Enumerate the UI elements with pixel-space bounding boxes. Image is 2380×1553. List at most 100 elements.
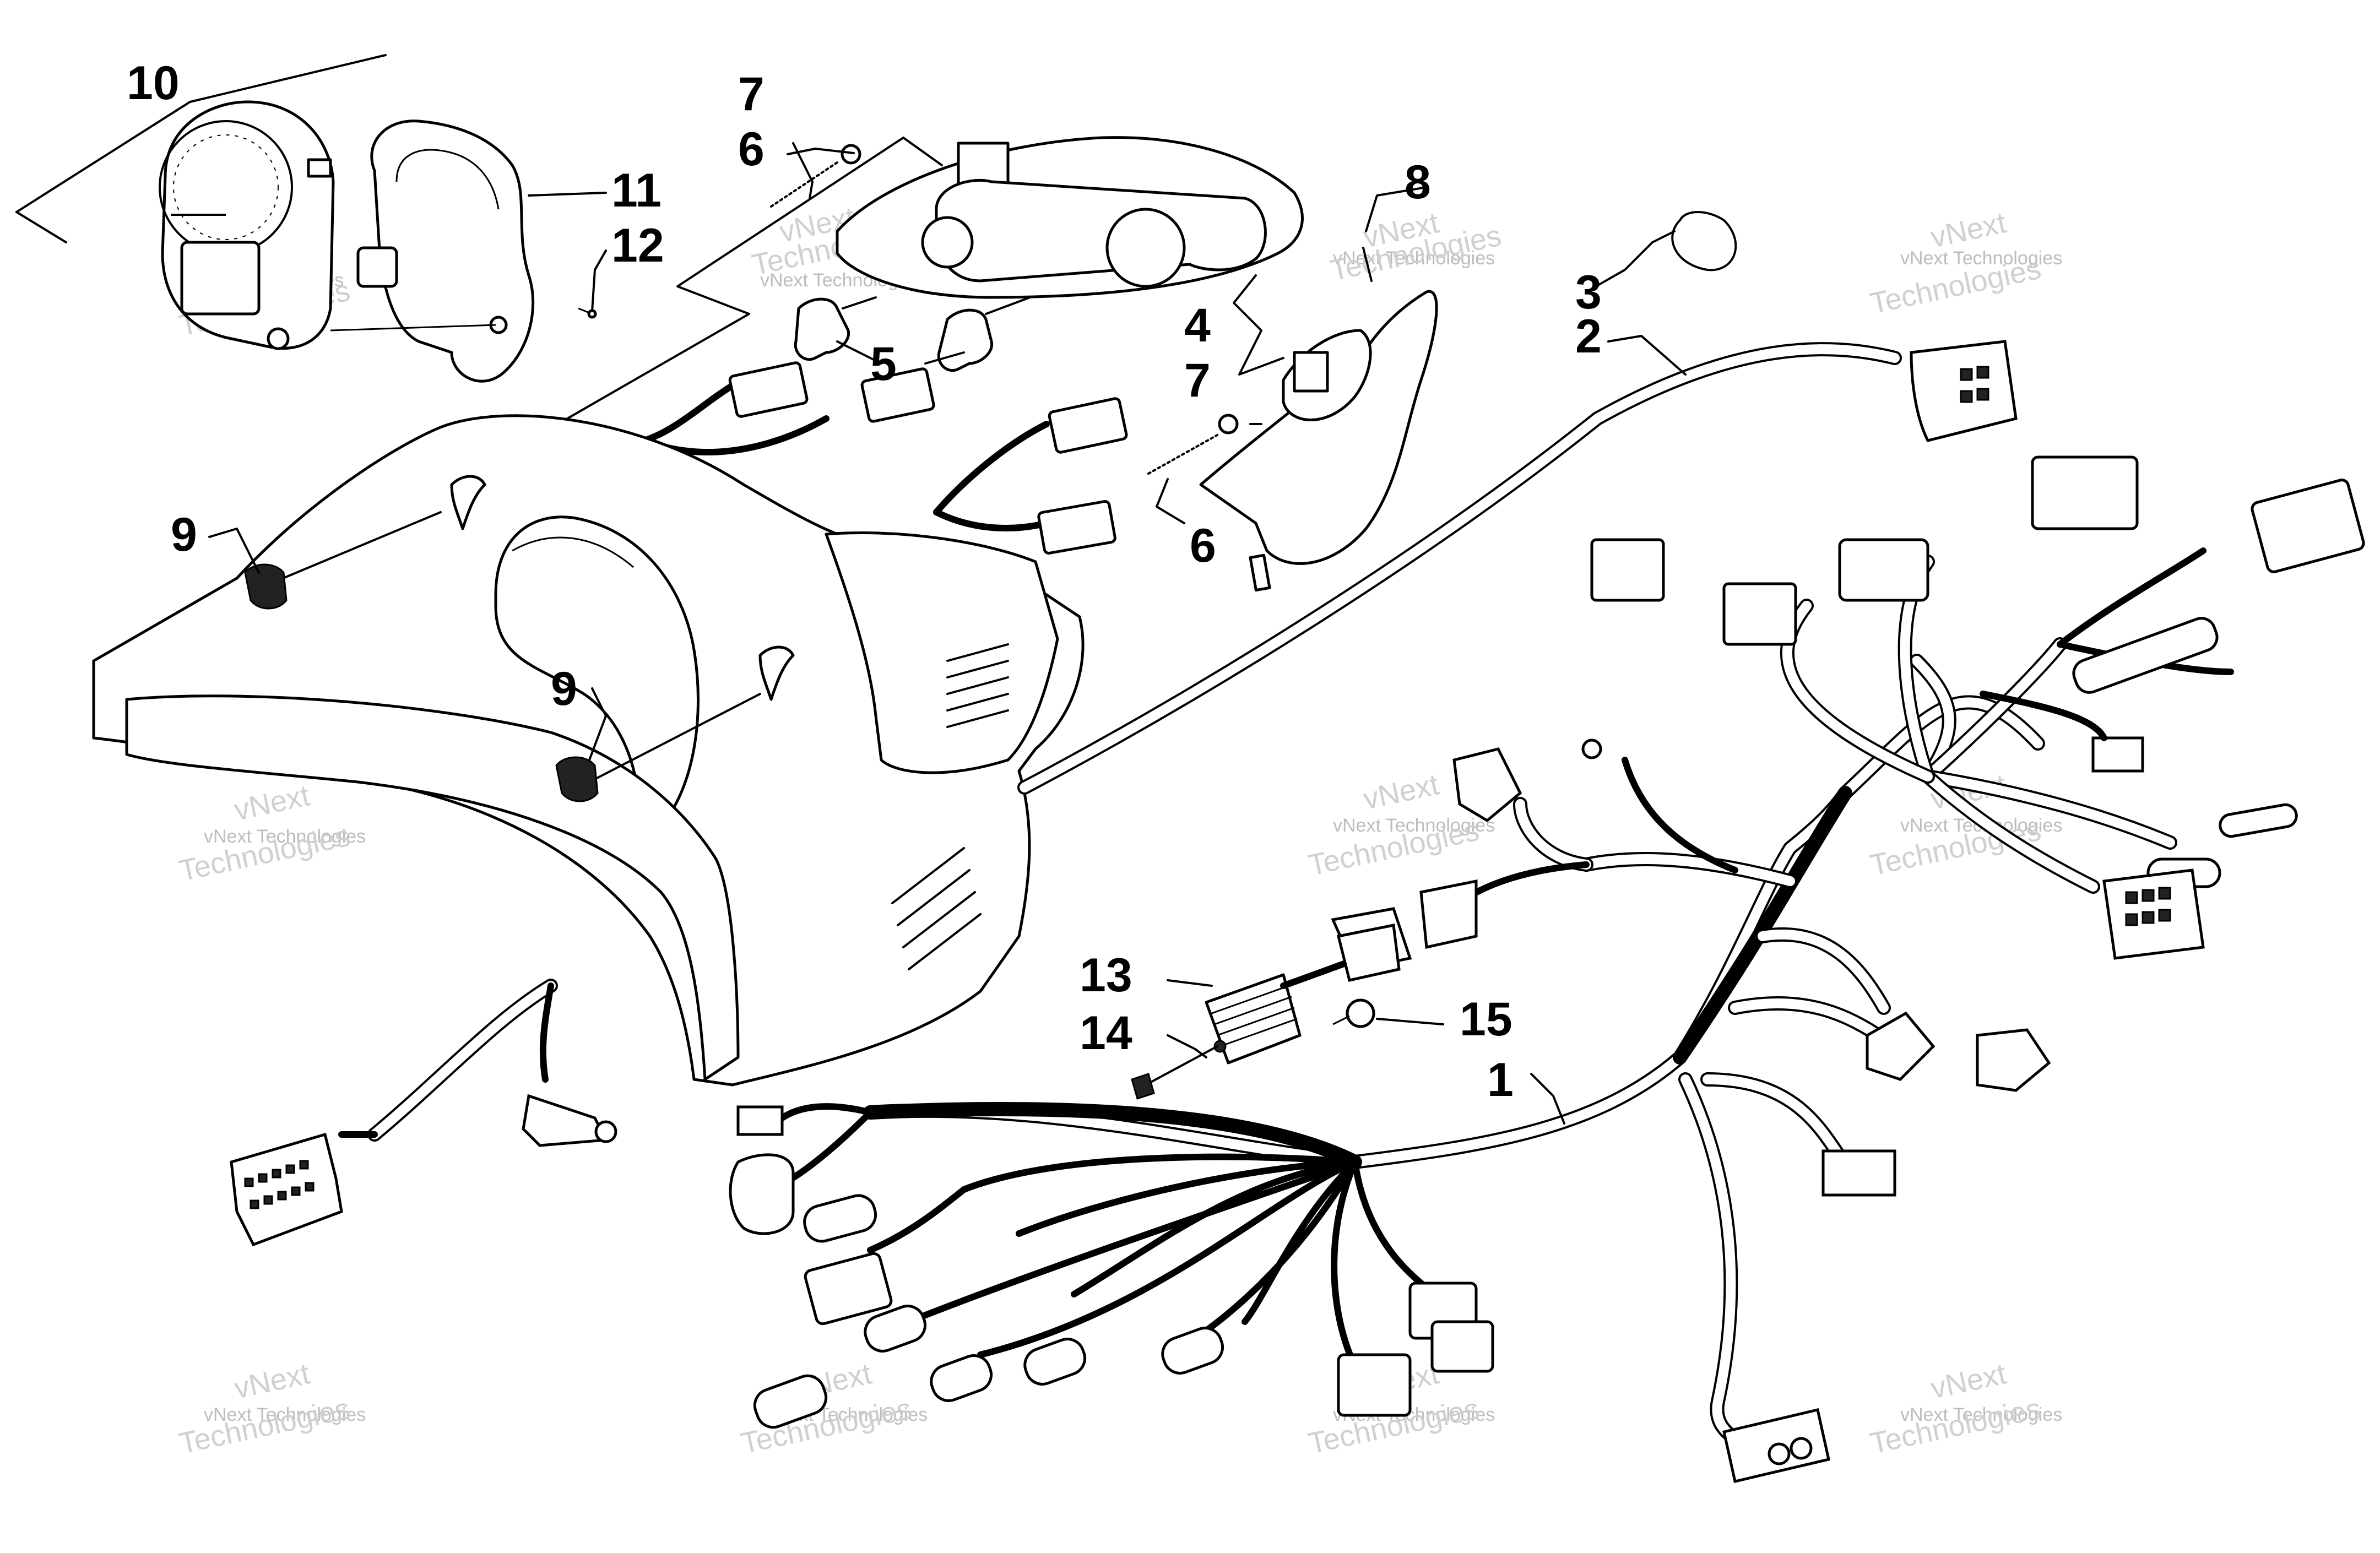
regulator-mount-hole [1213,1040,1227,1053]
callout-2: 2 [1575,310,1602,363]
wire-connector [860,367,935,423]
connector-pin [594,1120,617,1143]
hood-vent [891,847,982,970]
callout-9b: 9 [551,663,577,715]
wire-connector [728,361,809,418]
watermark: vNext Technologies vNext Technologies [1867,206,2062,320]
gauge-housing-rim [395,149,500,210]
harness-cable [1017,342,1902,795]
harness-branch [863,1102,1362,1169]
callout-5: 5 [870,338,897,390]
harness-wire [961,1153,1358,1193]
watermark: vNext Technologies vNext Technologies [1327,206,1504,287]
watermark-text: vNext [1928,1357,2009,1405]
harness-wire [779,1103,874,1121]
hood-bolt [269,511,442,585]
watermark: vNext Technologies vNext Technologies [176,1357,366,1460]
callout-6a-leader [792,142,814,199]
wire-connector [1430,1320,1494,1373]
harness-branch-inner [1923,639,2065,781]
watermark-text: vNext Technologies [1900,248,2062,269]
callout-11-leader [528,192,607,197]
harness-trunk-inner [865,788,1850,1167]
callout-9a: 9 [171,508,197,561]
callout-12: 12 [611,219,664,272]
hood-bolt [588,693,761,783]
connector-pins [244,1160,315,1209]
callout-13: 13 [1080,949,1132,1002]
headlight-bulb-upper [921,216,974,269]
gauge-housing [370,120,535,383]
wire-connector [930,1354,993,1402]
wire-connector [803,1194,877,1243]
watermark-text: vNext Technologies [204,1404,366,1425]
watermark: vNext Technologies vNext Technologies [1867,1357,2062,1460]
gauge-connector-tab [307,158,332,178]
harness-wire [2057,547,2206,648]
callout-6-bracket [902,137,943,166]
wire-connector [1821,1149,1896,1197]
regulator-screw [1145,1045,1218,1086]
harness-branch-inner [1758,929,1889,1013]
wire-connector [1048,397,1128,454]
spring [770,161,838,208]
wire-connector [729,1153,795,1235]
wire-connector [804,1252,893,1326]
voltage-regulator [1131,924,1444,1100]
wire-connector [2091,736,2144,773]
hood-opening-trim [512,536,634,568]
callout-1-leader [1530,1073,1565,1125]
spring [1147,434,1218,475]
watermark-text: vNext [231,1357,313,1405]
nut [841,144,861,165]
wire-connector [1337,1353,1412,1417]
callout-4-leader [1233,274,1262,332]
gauge-housing-mount [356,246,398,288]
callout-9a-leader [208,528,260,574]
callout-2-leader [1607,335,1687,376]
harness-wire [1016,1159,1358,1237]
harness-wire [977,1159,1358,1358]
regulator-wire [1280,960,1347,989]
wire-connector [2219,803,2298,838]
harness-branch-inner [1581,854,1795,886]
watermark-text: vNext [1928,206,2009,254]
harness-wire [906,1159,1358,1325]
callout-5-leader [924,351,965,365]
hood-emblem [758,645,795,701]
wire-connector [753,1374,828,1429]
callout-1: 1 [1487,1054,1514,1106]
watermark-text: vNext Technologies [1900,1404,2062,1425]
watermark-text: vNext [231,779,313,827]
ground-eyelet [1581,739,1602,759]
callout-8: 8 [1405,156,1431,209]
hood-bolt-knob [555,756,599,802]
gauge-assembly [15,54,607,383]
harness-wire [1331,1159,1358,1369]
harness-clamp [1671,211,1737,271]
callout-6b-leader [1156,478,1185,524]
callout-14-leader [1167,1034,1207,1058]
harness-wire [779,1109,874,1187]
harness-wire [1352,1159,1446,1303]
harness-branch-inner [1515,799,1591,870]
speedometer-dial-ticks [173,134,279,240]
wire-connector [1419,879,1478,949]
wire-connector [864,1305,927,1353]
callout-4-leader [1238,329,1284,376]
headlight-wire [933,509,1050,531]
bulb-socket [794,297,850,361]
hood-vent [946,643,1009,728]
watermark-text: vNext Technologies [1333,248,1495,269]
watermark: vNext Technologies vNext Technologies [176,779,366,887]
bulb-socket-stem [842,296,877,309]
callout-11: 11 [611,164,662,217]
callout-8-leader [1365,186,1428,232]
headlight-assembly [566,136,1438,592]
hood-bolt-knob [244,563,288,610]
callout-9b-leader [588,687,607,761]
regulator-screw-head [1131,1073,1155,1100]
callout-10: 10 [127,57,180,110]
harness-wire [867,1186,967,1253]
